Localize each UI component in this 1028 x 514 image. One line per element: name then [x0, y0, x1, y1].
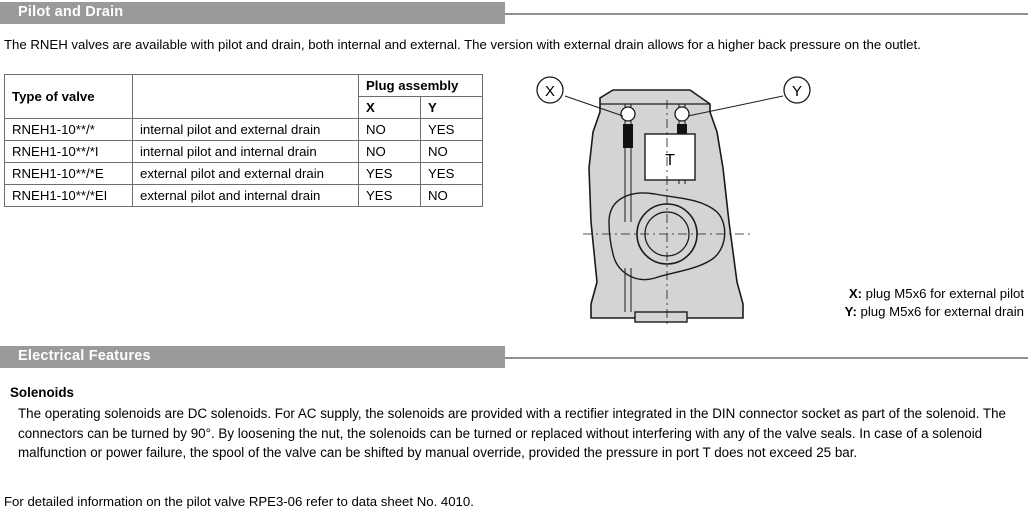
solenoids-body-text: The operating solenoids are DC solenoids…	[18, 406, 1006, 460]
valve-plug-assembly-table: Type of valve Plug assembly X Y RNEH1-10…	[4, 74, 483, 207]
cell-plug-x: YES	[358, 162, 421, 185]
cell-plug-x: NO	[358, 118, 421, 141]
cell-plug-x: NO	[358, 140, 421, 163]
cell-valve-type: RNEH1-10**/*EI	[4, 184, 133, 207]
section-header-electrical-features: Electrical Features	[0, 344, 1028, 370]
section-title: Pilot and Drain	[18, 4, 124, 20]
note-x-text: plug M5x6 for external pilot	[862, 286, 1024, 301]
cell-valve-type: RNEH1-10**/*I	[4, 140, 133, 163]
port-label-t: T	[665, 152, 675, 169]
cell-valve-description: internal pilot and external drain	[132, 118, 359, 141]
header-plug-assembly: Plug assembly	[358, 74, 483, 97]
section-rule	[505, 357, 1028, 359]
pilot-valve-reference-text: For detailed information on the pilot va…	[4, 494, 474, 509]
valve-drawing-svg: X Y T	[536, 76, 811, 324]
section-rule	[505, 13, 1028, 15]
solenoids-subtitle: Solenoids	[10, 385, 74, 400]
callout-label-x: X	[545, 83, 555, 100]
note-y-text: plug M5x6 for external drain	[856, 304, 1024, 319]
cell-plug-y: YES	[420, 118, 483, 141]
drawing-notes: X: plug M5x6 for external pilot Y: plug …	[604, 285, 1024, 321]
table-header-row: Type of valve Plug assembly	[4, 74, 483, 119]
note-x-key: X:	[848, 286, 862, 301]
cell-valve-type: RNEH1-10**/*	[4, 118, 133, 141]
note-x: X: plug M5x6 for external pilot	[604, 285, 1024, 303]
cell-plug-y: YES	[420, 162, 483, 185]
valve-body-technical-drawing: X Y T	[505, 72, 885, 340]
cell-plug-y: NO	[420, 140, 483, 163]
table-row: RNEH1-10**/*EI external pilot and intern…	[4, 184, 483, 207]
cell-plug-x: YES	[358, 184, 421, 207]
pilot-drain-intro-text: The RNEH valves are available with pilot…	[4, 37, 921, 52]
callout-label-y: Y	[792, 83, 802, 100]
header-type-of-valve: Type of valve	[4, 74, 133, 119]
table-row: RNEH1-10**/*E external pilot and externa…	[4, 162, 483, 185]
cell-valve-description: external pilot and internal drain	[132, 184, 359, 207]
table-row: RNEH1-10**/* internal pilot and external…	[4, 118, 483, 141]
note-y-key: Y:	[844, 304, 857, 319]
section-header-pilot-and-drain: Pilot and Drain	[0, 0, 1028, 26]
cell-valve-description: external pilot and external drain	[132, 162, 359, 185]
cell-valve-type: RNEH1-10**/*E	[4, 162, 133, 185]
header-plug-x: X	[358, 96, 421, 119]
header-plug-y: Y	[420, 96, 483, 119]
cell-plug-y: NO	[420, 184, 483, 207]
cell-valve-description: internal pilot and internal drain	[132, 140, 359, 163]
section-header-bar	[0, 344, 505, 370]
section-header-bar	[0, 0, 505, 26]
header-description	[132, 74, 359, 119]
note-y: Y: plug M5x6 for external drain	[604, 303, 1024, 321]
table-row: RNEH1-10**/*I internal pilot and interna…	[4, 140, 483, 163]
section-title: Electrical Features	[18, 348, 151, 364]
